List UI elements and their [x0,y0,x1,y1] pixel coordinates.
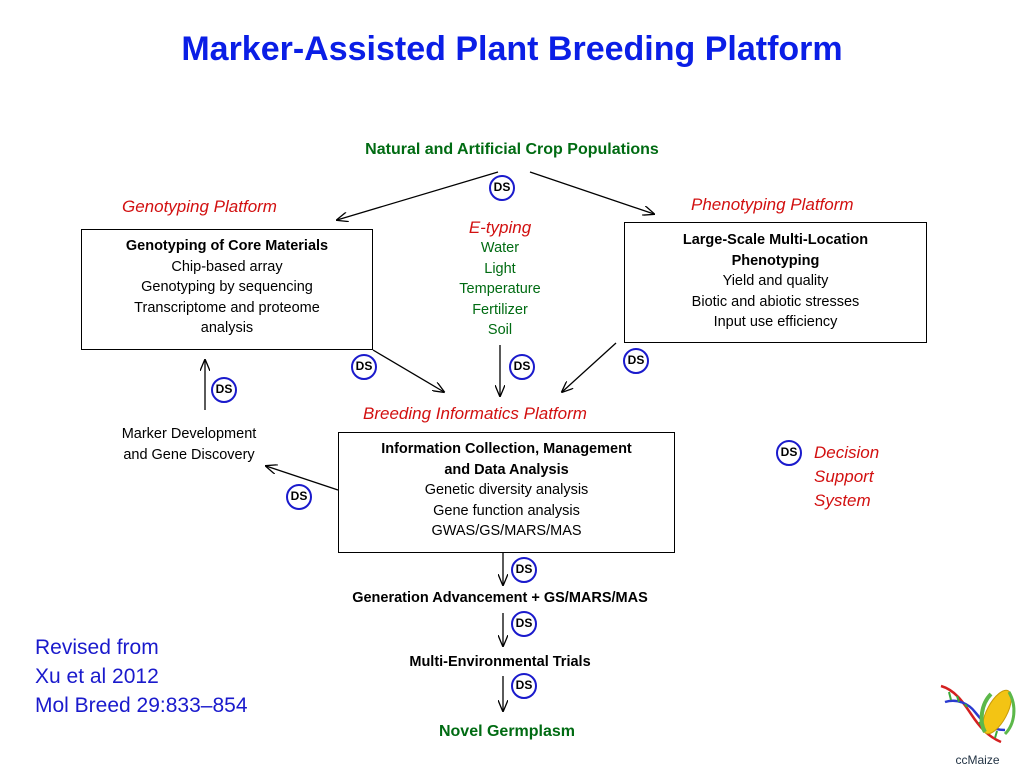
etyping-item: Water [480,240,520,256]
phenotyping-platform-label: Phenotyping Platform [691,195,854,214]
multi-environmental-trials-node: Multi-Environmental Trials [409,654,591,670]
marker-development-line: and Gene Discovery [123,447,255,463]
maize-dna-icon [940,684,1016,744]
genotyping-item: analysis [200,320,254,336]
marker-development-line: Marker Development [121,426,257,442]
page-title: Marker-Assisted Plant Breeding Platform [181,30,843,68]
logo-text: ccMaize [955,753,1000,767]
ds-badge: DS [509,354,535,380]
marker-development-node: Marker Development and Gene Discovery [100,424,278,466]
ccmaize-logo: ccMaize [935,680,1020,767]
arrow-genotyping-to-informatics [372,349,444,392]
phenotyping-item: Input use efficiency [713,314,838,330]
ds-badge: DS [286,484,312,510]
arrow-to-genotyping [337,171,499,220]
etyping-label: E-typing [468,218,532,237]
arrow-informatics-to-marker [266,466,339,491]
etyping-item: Temperature [459,281,541,297]
genotyping-box-title: Genotyping of Core Materials [125,238,329,254]
informatics-box: Information Collection, Management and D… [338,432,675,553]
ds-badge: DS [623,348,649,374]
ds-badge: DS [489,175,515,201]
etyping-item: Soil [487,322,513,338]
legend-ds-badge: DS [776,440,802,466]
phenotyping-box-title: Phenotyping [731,252,820,269]
phenotyping-box: Large-Scale Multi-Location Phenotyping Y… [624,222,927,343]
etyping-item: Light [484,260,516,277]
citation: Revised from Xu et al 2012 Mol Breed 29:… [35,633,248,720]
legend-line: Decision [814,443,880,462]
phenotyping-box-title: Large-Scale Multi-Location [682,232,869,248]
informatics-item: Genetic diversity analysis [424,482,589,498]
informatics-platform-label: Breeding Informatics Platform [363,404,587,423]
legend-text: Decision Support System [814,441,879,513]
top-node-label: Natural and Artificial Crop Populations [365,141,659,158]
ds-badge: DS [351,354,377,380]
ds-badge: DS [511,611,537,637]
genotyping-box: Genotyping of Core Materials Chip-based … [81,229,373,350]
arrow-phenotyping-to-informatics [562,342,617,392]
ds-badge: DS [211,377,237,403]
genotyping-item: Genotyping by sequencing [141,279,313,295]
phenotyping-item: Yield and quality [722,273,829,289]
etyping-group: E-typing Water Light Temperature Fertili… [430,218,570,341]
legend-line: Support [814,467,874,486]
citation-line: Mol Breed 29:833–854 [35,694,248,717]
novel-germplasm-node: Novel Germplasm [438,723,576,740]
citation-line: Xu et al 2012 [35,665,159,688]
legend-line: System [814,491,871,510]
arrow-to-phenotyping [529,171,654,214]
phenotyping-item: Biotic and abiotic stresses [691,293,860,310]
citation-line: Revised from [35,636,159,659]
etyping-item: Fertilizer [472,301,528,318]
informatics-item: GWAS/GS/MARS/MAS [431,523,582,539]
genotyping-platform-label: Genotyping Platform [122,197,277,216]
genotyping-item: Transcriptome and proteome [134,299,320,316]
ds-badge: DS [511,673,537,699]
generation-advancement-node: Generation Advancement + GS/MARS/MAS [352,590,648,606]
informatics-item: Gene function analysis [433,502,580,519]
informatics-box-title: and Data Analysis [444,461,569,478]
genotyping-item: Chip-based array [171,258,283,275]
informatics-box-title: Information Collection, Management [381,441,632,457]
ds-badge: DS [511,557,537,583]
